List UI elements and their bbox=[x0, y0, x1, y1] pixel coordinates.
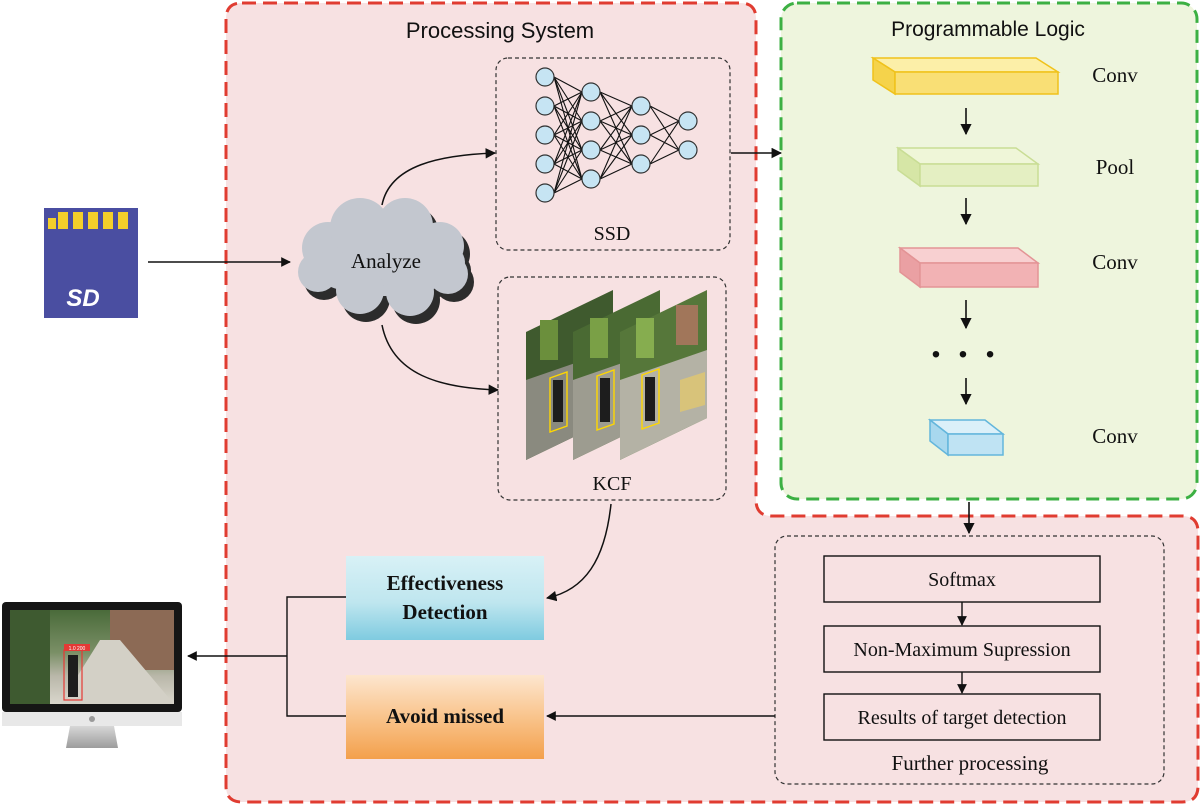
nn-node bbox=[581, 140, 601, 160]
nn-node bbox=[535, 125, 555, 145]
effectiveness-detection-box bbox=[346, 556, 544, 640]
nn-node bbox=[535, 183, 555, 203]
nn-edge bbox=[599, 91, 633, 107]
processing-system-title: Processing System bbox=[406, 18, 594, 43]
nn-node bbox=[535, 67, 555, 87]
monitor-detection-label: 1.0 200 bbox=[69, 646, 86, 652]
nn-edge bbox=[599, 105, 633, 180]
kcf-label: KCF bbox=[593, 473, 632, 495]
nn-node bbox=[631, 125, 651, 145]
nn-edge bbox=[553, 91, 583, 136]
nn-edge bbox=[599, 134, 633, 180]
analyze-cloud bbox=[298, 198, 474, 324]
sd-card-icon bbox=[44, 208, 138, 318]
conv-layer-2 bbox=[897, 246, 1041, 289]
layer-label-pool: Pool bbox=[1096, 155, 1135, 179]
sd-card-label: SD bbox=[66, 285, 99, 312]
nn-node bbox=[581, 111, 601, 131]
layer-label-conv-3: Conv bbox=[1092, 424, 1138, 448]
nn-node bbox=[678, 140, 698, 160]
ssd-label: SSD bbox=[594, 223, 631, 245]
further-processing-caption: Further processing bbox=[892, 751, 1049, 775]
effectiveness-line-2: Detection bbox=[402, 600, 487, 624]
nn-edge bbox=[553, 91, 583, 194]
layer-label-conv-1: Conv bbox=[1092, 63, 1138, 87]
nn-node bbox=[631, 96, 651, 116]
pool-layer bbox=[895, 146, 1041, 188]
nn-node bbox=[581, 169, 601, 189]
layer-label-conv-2: Conv bbox=[1092, 250, 1138, 274]
effectiveness-line-1: Effectiveness bbox=[387, 571, 504, 595]
tracking-frames-image bbox=[526, 290, 707, 460]
nn-edge bbox=[553, 178, 583, 194]
analyze-to-ssd-arrow bbox=[381, 148, 497, 206]
nn-edge bbox=[599, 163, 633, 180]
analyze-to-kcf-arrow bbox=[381, 324, 500, 395]
nn-edge bbox=[649, 105, 680, 122]
nn-node bbox=[678, 111, 698, 131]
nn-edge bbox=[649, 120, 680, 165]
nn-node bbox=[631, 154, 651, 174]
analyze-label: Analyze bbox=[351, 249, 421, 273]
neural-network-icon bbox=[535, 67, 698, 203]
nn-edge bbox=[599, 105, 633, 122]
kcf-box bbox=[497, 276, 727, 501]
further-processing-box bbox=[774, 535, 1165, 785]
softmax-label: Softmax bbox=[928, 569, 996, 591]
nn-edge bbox=[649, 120, 680, 136]
programmable-logic-title: Programmable Logic bbox=[891, 18, 1085, 41]
conv-layer-3 bbox=[927, 418, 1006, 457]
kcf-to-effectiveness-arrow bbox=[545, 503, 612, 602]
nn-node bbox=[535, 154, 555, 174]
nn-edge bbox=[553, 76, 583, 93]
nn-edge bbox=[553, 120, 583, 194]
results-label: Results of target detection bbox=[857, 707, 1066, 729]
nn-node bbox=[581, 82, 601, 102]
avoid-missed-box bbox=[346, 675, 544, 759]
nn-node bbox=[535, 96, 555, 116]
nn-edge bbox=[553, 91, 583, 165]
nn-edge bbox=[649, 149, 680, 165]
nn-edge bbox=[553, 91, 583, 107]
nms-label: Non-Maximum Supression bbox=[853, 639, 1070, 661]
avoid-missed-label: Avoid missed bbox=[386, 704, 504, 728]
layer-ellipsis: • • • bbox=[932, 341, 1001, 368]
conv-layer-1 bbox=[870, 56, 1061, 96]
nn-edge bbox=[599, 105, 633, 151]
monitor-icon bbox=[2, 602, 182, 748]
nn-edge bbox=[553, 149, 583, 194]
results-box bbox=[823, 693, 1101, 741]
